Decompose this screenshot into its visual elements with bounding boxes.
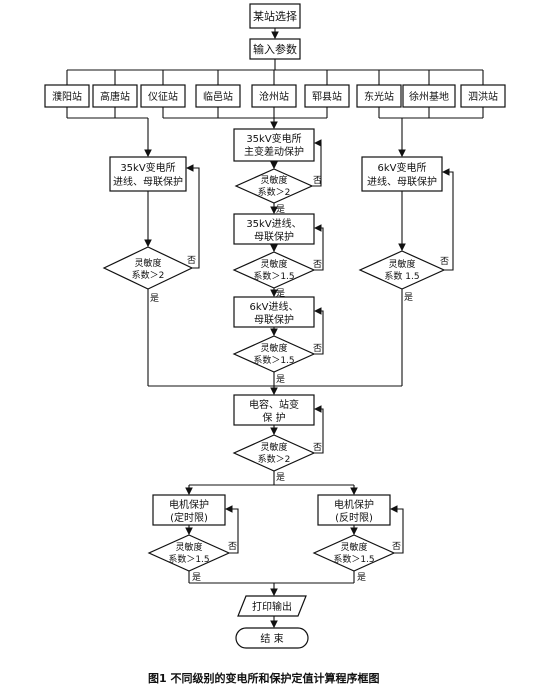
mid-decision1-line2: 系数＞2 [258,186,291,198]
station-label-xuzhou: 徐州基地 [409,90,449,103]
right-decision-line1: 灵敏度 [388,258,415,270]
mid-protect2-line2: 母联保护 [254,230,294,243]
right-protect-line1: 6kV变电所 [378,161,427,174]
station-label-linyi: 临邑站 [203,90,233,103]
cap-decision-line2: 系数＞2 [258,453,291,465]
end-terminator [235,627,309,649]
mid-decision3-line2: 系数＞1.5 [253,354,294,366]
motor-left-line1: 电机保护 [169,498,209,511]
right-decision-diamond [358,250,446,290]
motor-right-line2: (反时限) [335,512,373,524]
right-decision-line2: 系数 1.5 [384,270,419,282]
station-label-sihong: 泗洪站 [468,90,498,103]
mid-decision1-line1: 灵敏度 [260,174,287,186]
motor-left-line2: (定时限) [170,511,208,524]
mid-decision2-line1: 灵敏度 [260,258,287,270]
motor-left-decision-no: 否 [228,541,237,552]
cap-protect-box [233,394,315,426]
left-decision-no: 否 [187,255,196,266]
station-label-cangzhou: 沧州站 [259,90,289,103]
motor-right-decision-no: 否 [392,541,401,552]
mid-protect3-line1: 6kV进线、 [250,300,299,313]
left-protect-line1: 35kV变电所 [120,161,175,174]
mid-decision2-diamond [232,251,316,289]
mid-decision1-no: 否 [313,175,322,186]
mid-protect1-line1: 35kV变电所 [246,132,301,145]
motor-left-decision-yes: 是 [192,572,201,583]
motor-right-box [317,494,391,526]
station-label-yizheng: 仪征站 [148,90,178,103]
start-box [249,3,301,29]
mid-decision1-yes: 是 [276,204,285,215]
mid-decision2-yes: 是 [276,288,285,299]
left-decision-line2: 系数＞2 [132,269,165,281]
right-decision-no: 否 [440,256,449,267]
station-label-yunxian: 郓县站 [312,90,342,103]
left-protect-line2: 进线、母联保护 [113,175,183,188]
start-label: 某站选择 [253,9,297,23]
mid-protect3-line2: 母联保护 [254,313,294,326]
print-output-label: 打印输出 [252,600,292,613]
motor-left-decision-line2: 系数＞1.5 [168,553,209,565]
motor-right-line1: 电机保护 [334,498,374,511]
mid-decision2-line2: 系数＞1.5 [253,270,294,282]
station-label-gaotang: 高唐站 [100,90,130,103]
right-protect-line2: 进线、母联保护 [367,175,437,188]
cap-decision-no: 否 [313,442,322,453]
end-label: 结 束 [260,632,283,645]
motor-left-decision-line1: 灵敏度 [175,541,202,553]
figure-caption: 图1 不同级别的变电所和保护定值计算程序框图 [148,671,379,685]
left-protect-box [109,156,187,192]
mid-protect1-line2: 主变差动保护 [244,145,304,158]
mid-decision3-diamond [232,335,316,373]
left-decision-yes: 是 [150,293,159,304]
motor-left-decision-diamond [147,534,231,572]
station-label-puyang: 濮阳站 [52,90,82,103]
right-decision-yes: 是 [404,292,413,303]
mid-decision2-no: 否 [313,259,322,270]
cap-decision-diamond [232,434,316,472]
mid-decision3-line1: 灵敏度 [260,342,287,354]
motor-right-decision-yes: 是 [357,572,366,583]
print-output-parallelogram [237,595,307,617]
cap-decision-yes: 是 [276,472,285,483]
right-protect-box [361,156,443,192]
mid-protect2-line1: 35kV进线、 [246,217,301,230]
cap-decision-line1: 灵敏度 [260,441,287,453]
input-params-label: 输入参数 [253,42,297,56]
cap-protect-line2: 保 护 [262,411,285,424]
station-label-dongguang: 东光站 [364,90,394,103]
cap-protect-line1: 电容、站变 [249,398,299,411]
mid-decision3-no: 否 [313,343,322,354]
motor-right-decision-line1: 灵敏度 [340,541,367,553]
motor-right-decision-line2: 系数＞1.5 [333,553,374,565]
mid-decision3-yes: 是 [276,374,285,385]
left-decision-line1: 灵敏度 [134,257,161,269]
motor-right-decision-diamond [312,534,396,572]
mid-protect3-box [233,296,315,328]
